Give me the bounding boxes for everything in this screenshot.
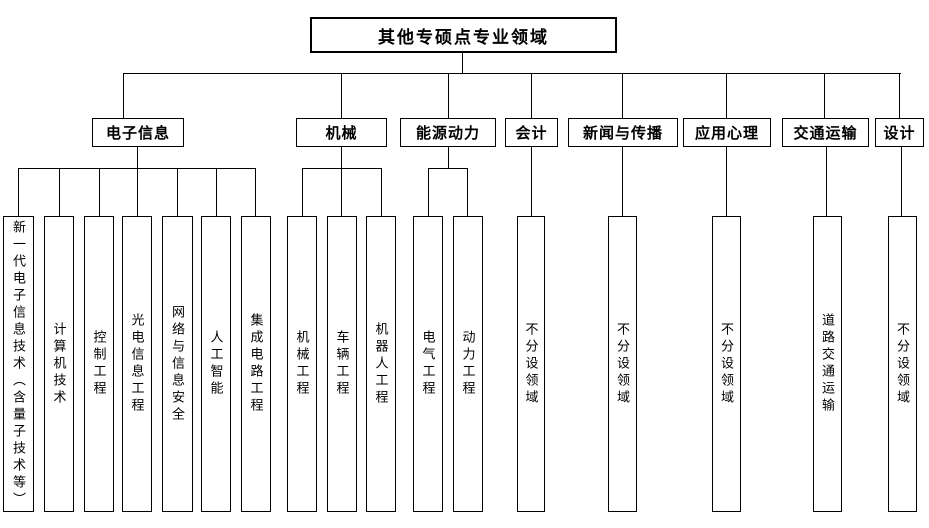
category-transportation: 交通运输: [782, 118, 869, 147]
leaf-accounting-no-subfield: 不分设领域: [517, 216, 545, 512]
connector-leaf-drop: [18, 168, 19, 216]
leaf-label: 控制工程: [91, 330, 107, 398]
connector-leaf-drop: [177, 168, 178, 216]
leaf-label: 动力工程: [460, 330, 476, 398]
connector-leaf-drop: [381, 168, 382, 216]
connector-leaf-drop: [467, 168, 468, 216]
category-energy-power: 能源动力: [400, 118, 496, 147]
category-electronic-information: 电子信息: [92, 118, 184, 147]
connector-drop-mechanical: [341, 73, 342, 118]
leaf-computer-technology: 计算机技术: [44, 216, 74, 512]
leaf-label: 机械工程: [294, 330, 310, 398]
leaf-electrical-engineering: 电气工程: [413, 216, 443, 512]
leaf-label: 计算机技术: [51, 321, 67, 407]
connector-transport-stem: [826, 147, 827, 216]
connector-leaf-drop: [255, 168, 256, 216]
leaf-network-info-security: 网络与信息安全: [162, 216, 193, 512]
leaf-label: 不分设领域: [719, 321, 734, 407]
root-node: 其他专硕点专业领域: [310, 17, 617, 53]
leaf-optoelectronic-info-engineering: 光电信息工程: [122, 216, 152, 512]
leaf-label: 车辆工程: [334, 330, 350, 398]
connector-root-stem: [462, 53, 463, 73]
leaf-label: 不分设领域: [895, 321, 910, 407]
connector-leaf-drop: [428, 168, 429, 216]
connector-drop-psychology: [726, 73, 727, 118]
connector-psychology-stem: [726, 147, 727, 216]
leaf-psychology-no-subfield: 不分设领域: [712, 216, 741, 512]
leaf-label: 网络与信息安全: [170, 304, 185, 424]
leaf-power-engineering: 动力工程: [453, 216, 483, 512]
leaf-label: 机器人工程: [373, 321, 389, 407]
leaf-label: 电气工程: [420, 330, 436, 398]
connector-mechanical-stem: [341, 147, 342, 216]
connector-drop-design: [899, 73, 900, 118]
leaf-new-gen-electronic-info-tech: 新一代电子信息技术（含量子技术等）: [3, 216, 34, 512]
connector-drop-accounting: [531, 73, 532, 118]
leaf-design-no-subfield: 不分设领域: [888, 216, 917, 512]
category-design: 设计: [875, 118, 924, 147]
connector-drop-transport: [824, 73, 825, 118]
leaf-label: 不分设领域: [615, 321, 630, 407]
leaf-control-engineering: 控制工程: [84, 216, 114, 512]
leaf-label: 新一代电子信息技术（含量子技术等）: [11, 219, 26, 509]
leaf-label: 不分设领域: [523, 321, 539, 407]
leaf-label: 人工智能: [208, 330, 224, 398]
leaf-integrated-circuit-engineering: 集成电路工程: [241, 216, 271, 512]
leaf-label: 光电信息工程: [129, 313, 145, 415]
connector-drop-electronic: [123, 73, 124, 118]
leaf-mechanical-engineering: 机械工程: [287, 216, 317, 512]
category-mechanical: 机械: [296, 118, 387, 147]
category-accounting: 会计: [505, 118, 558, 147]
connector-top-rail: [123, 73, 901, 74]
connector-accounting-stem: [531, 147, 532, 216]
leaf-road-traffic-transport: 道路交通运输: [813, 216, 842, 512]
connector-drop-energy: [448, 73, 449, 118]
category-journalism-communication: 新闻与传播: [568, 118, 678, 147]
leaf-journalism-no-subfield: 不分设领域: [608, 216, 637, 512]
connector-leaf-drop: [99, 168, 100, 216]
connector-mechanical-rail: [302, 168, 382, 169]
connector-journalism-stem: [622, 147, 623, 216]
leaf-vehicle-engineering: 车辆工程: [327, 216, 357, 512]
connector-energy-stem: [448, 147, 449, 168]
connector-design-stem: [901, 147, 902, 216]
connector-drop-journalism: [622, 73, 623, 118]
connector-electronic-stem: [137, 147, 138, 216]
connector-leaf-drop: [302, 168, 303, 216]
connector-leaf-drop: [59, 168, 60, 216]
leaf-label: 集成电路工程: [248, 313, 264, 415]
connector-energy-rail: [428, 168, 468, 169]
leaf-artificial-intelligence: 人工智能: [201, 216, 231, 512]
connector-electronic-rail: [18, 168, 256, 169]
category-applied-psychology: 应用心理: [683, 118, 771, 147]
leaf-robot-engineering: 机器人工程: [366, 216, 396, 512]
leaf-label: 道路交通运输: [820, 313, 835, 415]
connector-leaf-drop: [216, 168, 217, 216]
